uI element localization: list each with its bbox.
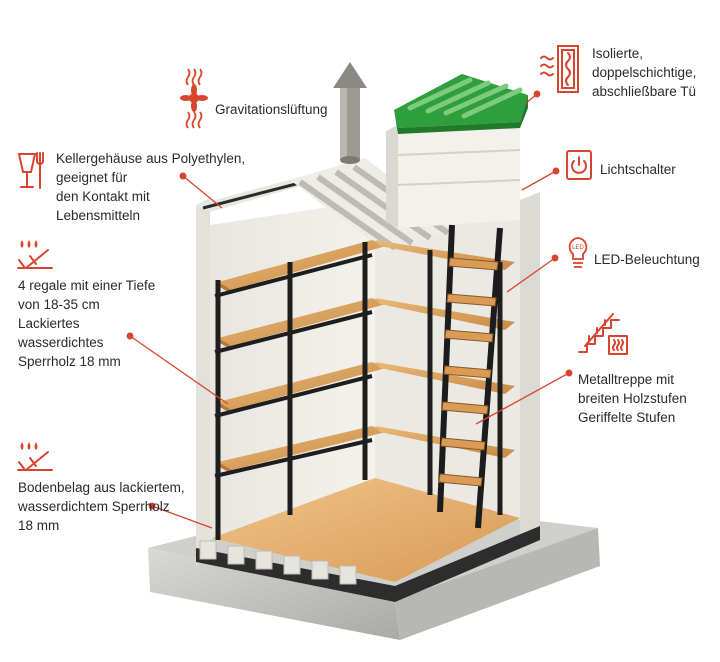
food-safe-icon <box>17 152 44 189</box>
fan-heat-icon <box>180 68 208 129</box>
label-shelves: 4 regale mit einer Tiefe von 18-35 cm La… <box>18 278 156 369</box>
power-switch-icon <box>566 150 592 180</box>
waterproof-icon <box>17 442 53 471</box>
svg-text:LED: LED <box>572 245 584 251</box>
ventilation-pipe <box>333 62 367 164</box>
label-housing: Kellergehäuse aus Polyethylen, geeignet … <box>56 151 246 223</box>
label-door: Isolierte, doppelschichtige, abschließba… <box>592 46 697 99</box>
stairs-icon <box>578 313 628 355</box>
insulated-entrance-door <box>386 74 528 228</box>
waterproof-icon <box>17 240 53 269</box>
callout-lines <box>126 90 573 529</box>
led-bulb-icon: LED <box>568 237 588 268</box>
insulated-door-icon <box>540 45 579 93</box>
label-switch: Lichtschalter <box>600 162 676 177</box>
floor-joists <box>199 540 357 585</box>
label-led: LED-Beleuchtung <box>594 252 700 267</box>
metal-stairs <box>437 224 503 529</box>
label-ventilation: Gravitationslüftung <box>215 102 328 117</box>
label-floor: Bodenbelag aus lackiertem, wasserdichtem… <box>18 480 185 533</box>
label-stairs: Metalltreppe mit breiten Holzstufen Geri… <box>578 372 687 425</box>
